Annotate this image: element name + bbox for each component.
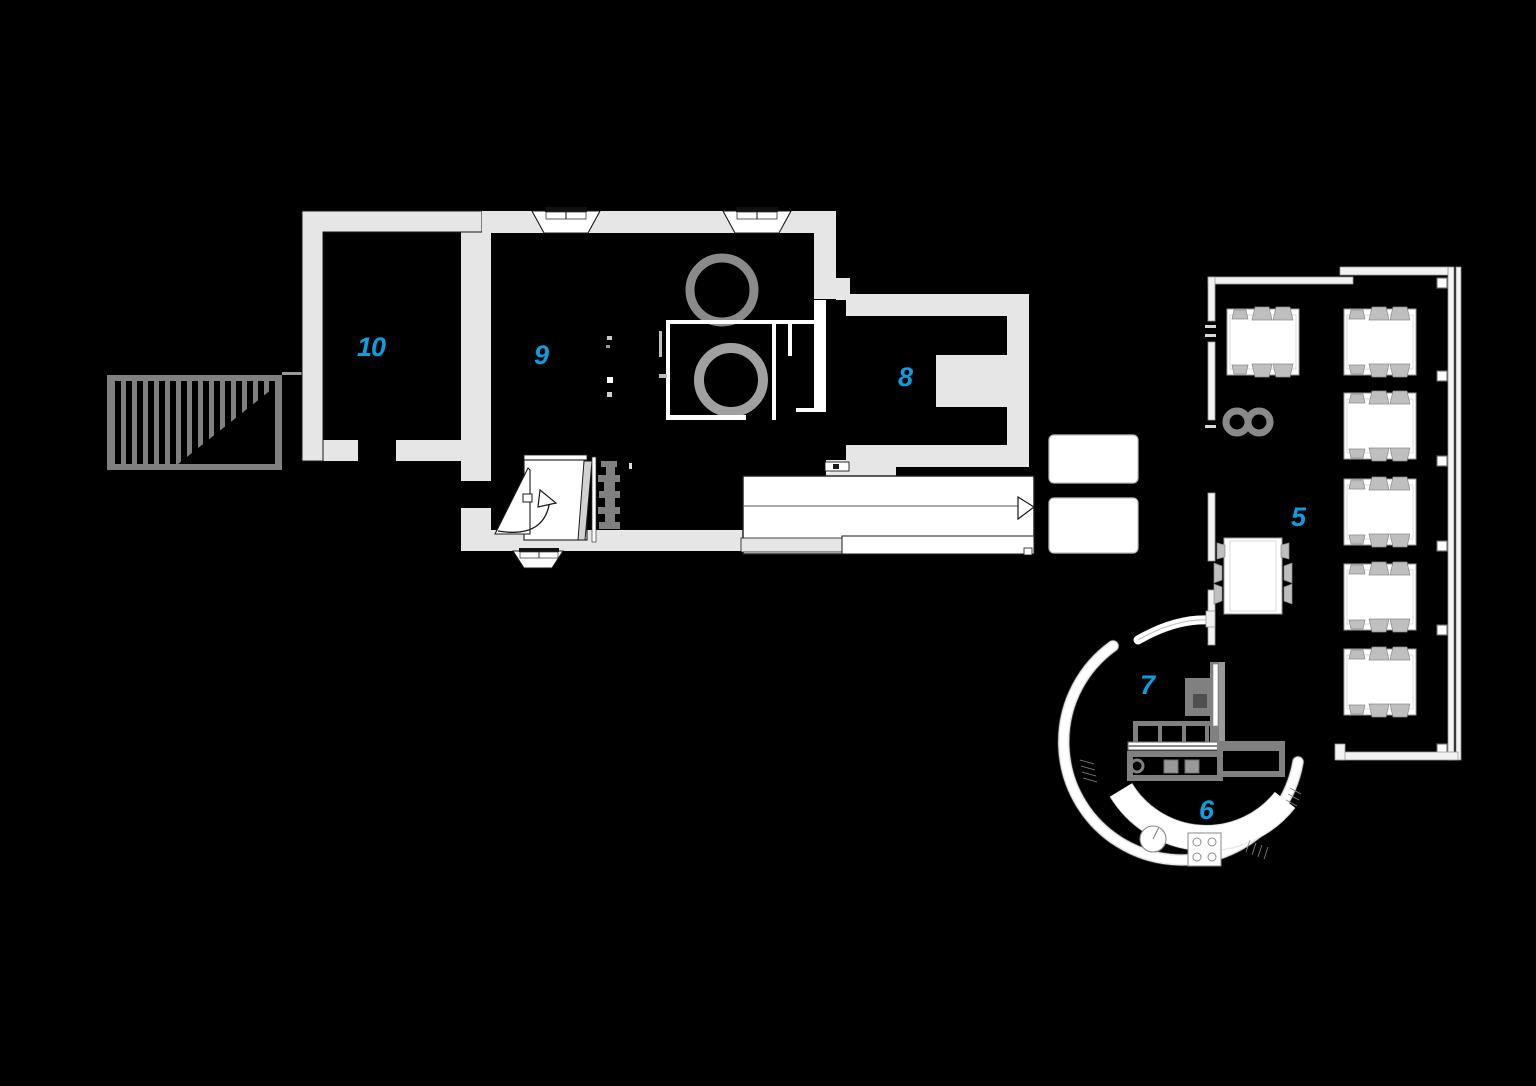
kitchen-appliance-icons <box>1129 758 1200 774</box>
staircase <box>107 372 302 470</box>
round-table-lower <box>694 343 768 417</box>
kitchen-counters <box>1127 662 1285 781</box>
skylight-window-left <box>531 207 601 234</box>
room-label-5: 5 <box>1291 502 1306 532</box>
inner-partition <box>659 300 826 420</box>
kitchen-hob-icon <box>1187 832 1222 867</box>
curved-kitchen-wall <box>1057 610 1305 867</box>
dining-table <box>1213 306 1417 718</box>
bar-counter <box>740 461 1036 556</box>
service-block-upper <box>1048 434 1139 484</box>
room-label-8: 8 <box>898 362 913 392</box>
kitchen-sink-icon <box>1139 825 1167 853</box>
skylight-window-right <box>722 207 792 234</box>
room-9-fixtures <box>606 336 632 469</box>
dining-area-walls <box>1205 266 1462 761</box>
room-label-6: 6 <box>1199 795 1214 825</box>
room-8-walls <box>826 278 1029 476</box>
entry-door-assembly <box>494 454 597 569</box>
double-ring-fixture <box>1222 407 1274 437</box>
room-label-7: 7 <box>1140 670 1155 700</box>
room-10-walls <box>301 210 483 481</box>
room-label-9: 9 <box>534 340 549 370</box>
room-label-10: 10 <box>357 332 386 362</box>
service-block-lower <box>1048 497 1139 554</box>
planting-symbol <box>598 461 620 529</box>
